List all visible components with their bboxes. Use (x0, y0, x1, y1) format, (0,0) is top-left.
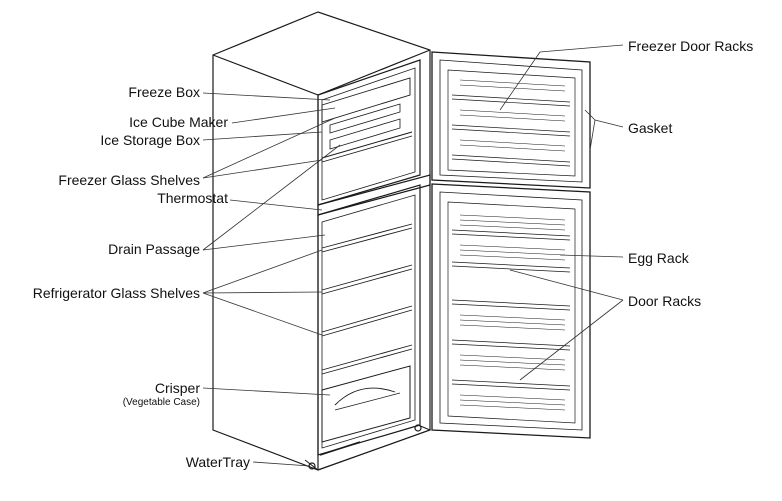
label-freeze-box: Freeze Box (128, 84, 200, 100)
label-water-tray: WaterTray (185, 454, 250, 470)
label-crisper: Crisper (154, 380, 200, 396)
label-ice-cube-maker: Ice Cube Maker (129, 114, 228, 130)
label-egg-rack: Egg Rack (628, 250, 689, 266)
label-refrigerator-glass-shelves: Refrigerator Glass Shelves (32, 285, 200, 301)
label-freezer-glass-shelves: Freezer Glass Shelves (58, 172, 200, 188)
label-crisper-sub: (Vegetable Case) (122, 397, 200, 408)
label-freezer-door-racks: Freezer Door Racks (628, 38, 754, 54)
crisper-drawer (321, 365, 411, 443)
leader-lines (202, 44, 624, 467)
fridge-compartment (317, 184, 421, 456)
label-ice-storage-box: Ice Storage Box (100, 132, 200, 148)
label-door-racks: Door Racks (628, 293, 702, 309)
freezer-door (431, 51, 591, 189)
label-gasket: Gasket (628, 120, 673, 136)
freeze-box (321, 77, 411, 123)
label-drain-passage: Drain Passage (108, 241, 200, 257)
label-thermostat: Thermostat (157, 190, 228, 206)
freezer-compartment (317, 59, 421, 206)
fridge-door (431, 183, 591, 439)
